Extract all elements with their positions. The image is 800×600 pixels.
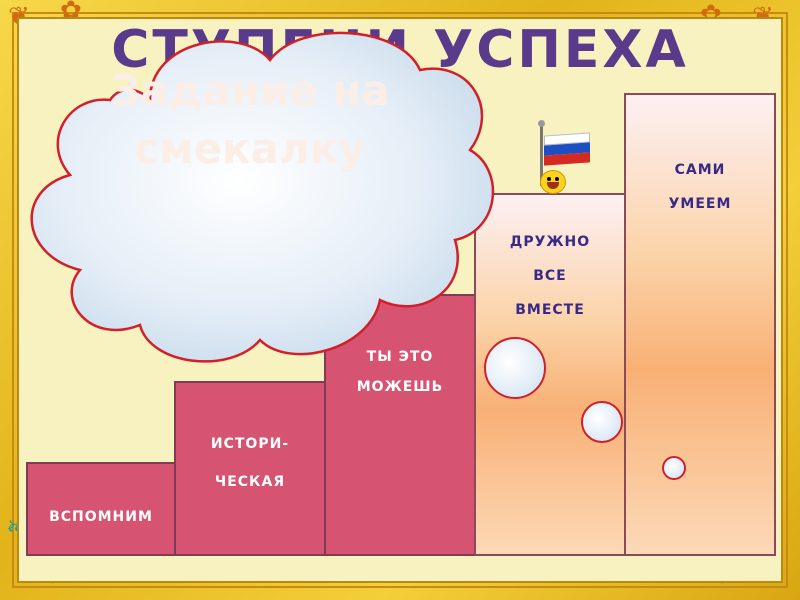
cloud-title-line2: смекалку: [70, 120, 430, 178]
bubble: [581, 401, 623, 443]
cloud-title-line1: Задание на: [70, 62, 430, 120]
bubble: [484, 337, 546, 399]
cloud-title: Задание на смекалку: [70, 62, 430, 178]
bubble: [662, 456, 686, 480]
